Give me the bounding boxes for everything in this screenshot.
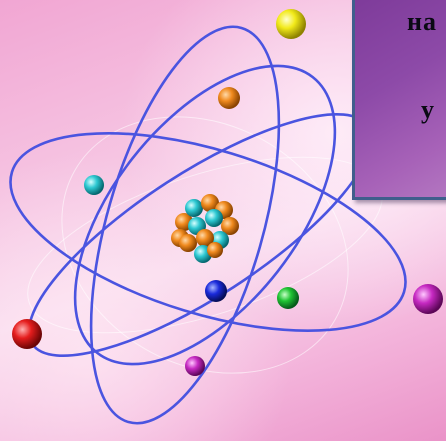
- title-line-2: у: [421, 95, 435, 125]
- electron-icon-blue: [205, 280, 227, 302]
- orbit-ring-4: [25, 20, 385, 409]
- electron-icon-magenta-large: [413, 284, 443, 314]
- electron-icon-orange: [218, 87, 240, 109]
- title-box: на у: [352, 0, 446, 200]
- electron-icon-cyan: [84, 175, 104, 195]
- electron-icon-green: [277, 287, 299, 309]
- title-line-1: на: [407, 7, 437, 37]
- electron-icon-red: [12, 319, 42, 349]
- electron-icon-magenta-small: [185, 356, 205, 376]
- atom-nucleus-icon: [171, 194, 239, 263]
- electron-icon-yellow: [276, 9, 306, 39]
